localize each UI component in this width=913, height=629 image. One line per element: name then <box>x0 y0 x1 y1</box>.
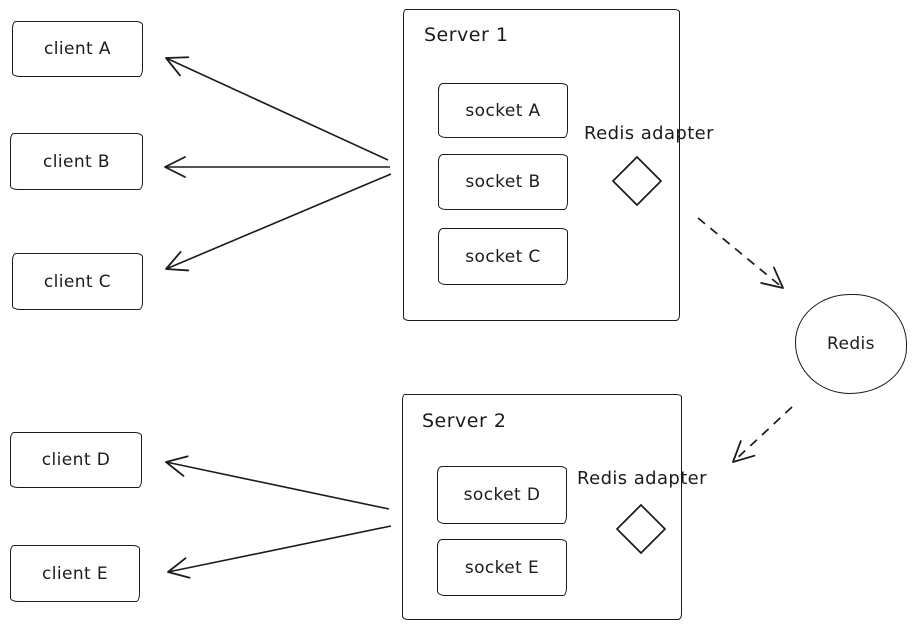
client-b-box: client B <box>10 133 143 190</box>
socket-b-label: socket B <box>465 172 541 192</box>
client-c-box: client C <box>12 253 143 310</box>
client-b-label: client B <box>43 151 110 172</box>
arrow-server1-to-client-a <box>165 56 389 161</box>
server-1-title: Server 1 <box>424 24 509 46</box>
arrow-server1-to-client-c <box>165 173 392 272</box>
redis-adapter-diamond-1 <box>611 155 663 207</box>
socket-e-label: socket E <box>464 557 540 578</box>
redis-adapter-label-1: Redis adapter <box>584 123 714 144</box>
arrow-server2-to-client-e <box>167 525 392 579</box>
server-2-box: Server 2 <box>402 394 682 620</box>
arrow-server2-to-client-d <box>165 455 390 510</box>
client-e-label: client E <box>41 563 109 584</box>
server-1-box: Server 1 <box>403 9 680 321</box>
dashed-arrow-redis-to-adapter2 <box>732 406 793 463</box>
client-d-box: client D <box>10 432 142 488</box>
socket-a-label: socket A <box>465 100 541 121</box>
client-e-box: client E <box>10 545 140 602</box>
socket-e-box: socket E <box>437 539 567 596</box>
client-a-box: client A <box>12 21 143 77</box>
socket-a-box: socket A <box>438 83 568 138</box>
socket-d-label: socket D <box>463 485 541 505</box>
redis-adapter-label-2: Redis adapter <box>577 468 707 489</box>
redis-node: Redis <box>795 294 907 394</box>
redis-adapter-diamond-2 <box>615 503 667 555</box>
client-a-label: client A <box>44 39 111 59</box>
dashed-arrow-adapter1-to-redis <box>697 217 784 289</box>
socket-c-label: socket C <box>465 246 541 267</box>
client-c-label: client C <box>43 271 112 292</box>
socket-c-box: socket C <box>438 228 568 285</box>
client-d-label: client D <box>41 450 111 470</box>
redis-label: Redis <box>827 334 875 354</box>
socket-d-box: socket D <box>437 466 567 524</box>
socket-b-box: socket B <box>438 154 568 210</box>
server-2-title: Server 2 <box>422 410 507 432</box>
